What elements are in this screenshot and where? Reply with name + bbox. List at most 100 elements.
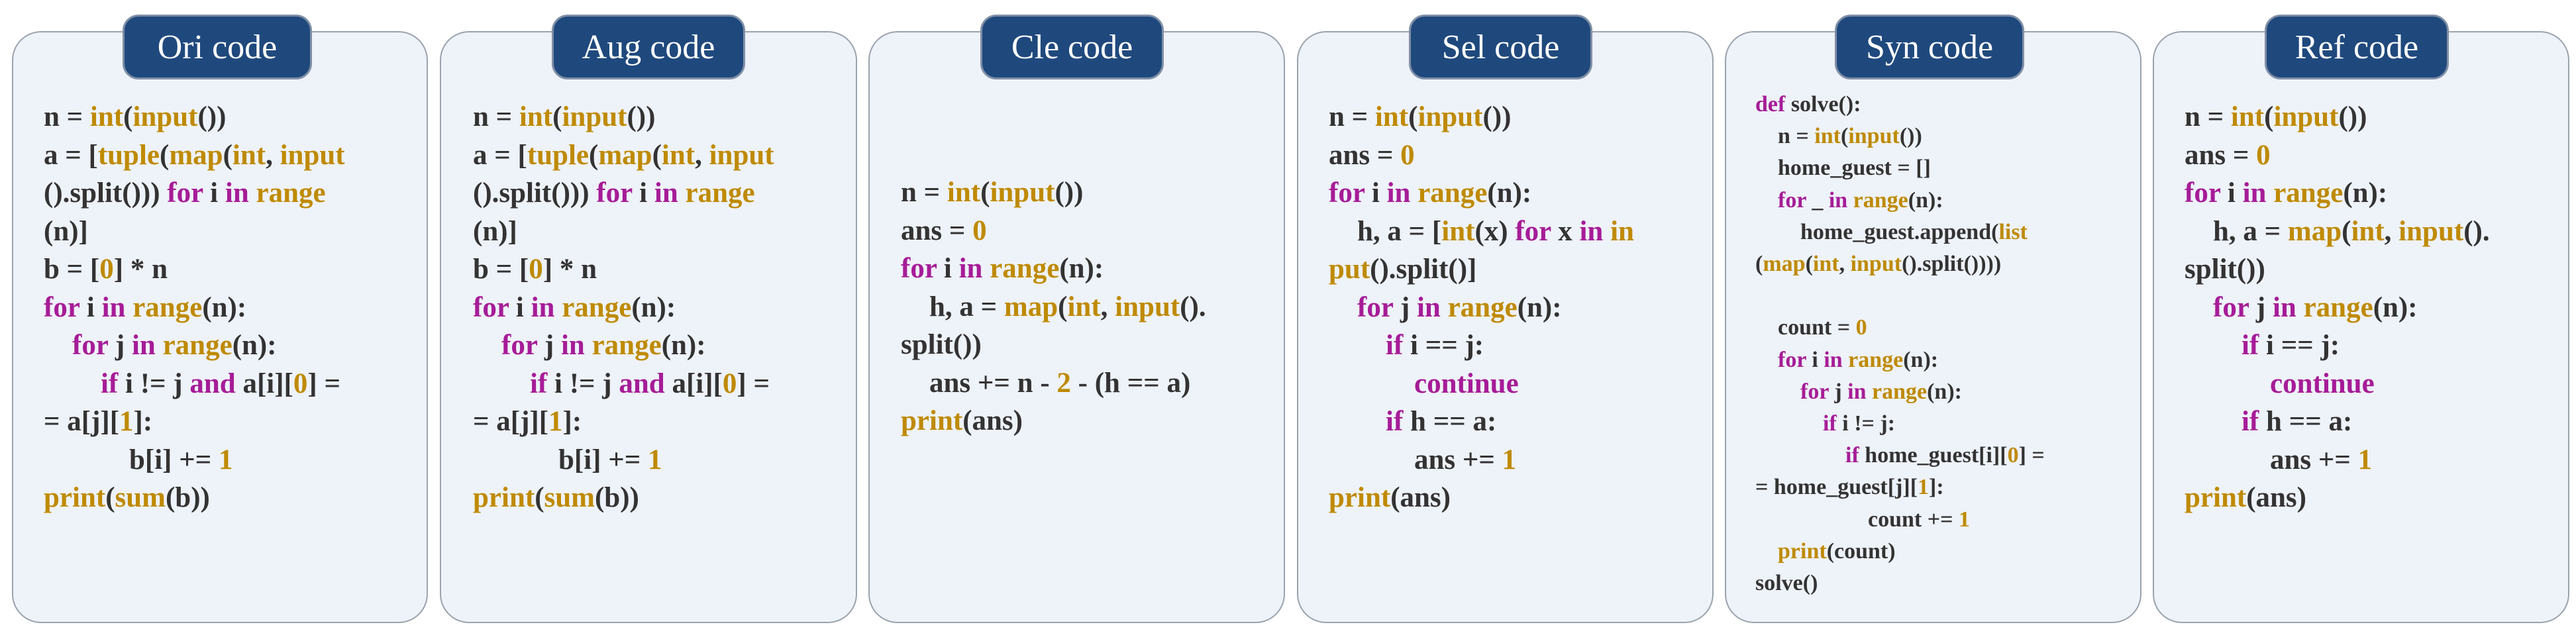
code-token: i	[203, 177, 225, 209]
code-line: home_guest = []	[1755, 152, 2045, 184]
code-line: b[i] += 1	[473, 441, 774, 479]
builtin-token: input	[990, 177, 1055, 208]
code-token: (	[123, 101, 133, 132]
keyword-token: continue	[1414, 368, 1519, 399]
builtin-token: int	[1814, 124, 1841, 149]
builtin-token: int	[1441, 215, 1475, 247]
code-line: n = int(input())	[1329, 98, 1634, 136]
panel-title-cleaned: Cle code	[980, 15, 1164, 79]
code-line: put().split()]	[1329, 250, 1634, 289]
code-token	[678, 177, 686, 209]
keyword-token: in	[1828, 187, 1848, 213]
number-token: 1	[2357, 444, 2373, 475]
builtin-token: range	[1447, 291, 1518, 323]
code-token: i != j	[118, 368, 190, 399]
code-line: if i != j and a[i][0] =	[473, 365, 774, 403]
builtin-token: int	[519, 101, 553, 132]
code-token	[249, 177, 256, 209]
code-token: ,	[695, 139, 709, 171]
code-token: h, a = [	[1329, 215, 1442, 247]
code-token: j	[1393, 291, 1417, 323]
code-line: solve()	[1755, 568, 2045, 599]
code-token: i != j	[547, 368, 619, 399]
code-token: j	[108, 330, 132, 361]
code-token: (	[652, 139, 662, 171]
code-panel-refined	[2153, 31, 2569, 623]
keyword-token: for	[1357, 291, 1394, 323]
number-token: 0	[99, 254, 114, 285]
builtin-token: range	[132, 291, 203, 323]
keyword-token: for	[1778, 187, 1806, 213]
code-token: a[i][	[235, 368, 293, 399]
builtin-token: int	[1812, 252, 1839, 277]
code-line: if i != j:	[1755, 408, 2045, 440]
code-token: ,	[1100, 291, 1115, 322]
code-token: (	[223, 139, 232, 171]
code-token: ans =	[1329, 139, 1401, 171]
code-token: ans += n -	[901, 367, 1057, 399]
code-token: (n):	[1059, 253, 1104, 284]
code-line: n = int(input())	[2185, 98, 2490, 136]
code-token: (	[535, 482, 544, 513]
number-token: 1	[1502, 444, 1517, 475]
panel-title-refined: Ref code	[2265, 15, 2449, 79]
code-line: = a[j][1]:	[44, 403, 345, 441]
keyword-token: if	[1386, 330, 1404, 361]
builtin-token: put	[1329, 254, 1370, 285]
number-token: 1	[548, 406, 563, 437]
code-block-original: n = int(input())a = [tuple(map(int, inpu…	[44, 98, 345, 517]
builtin-token: print	[44, 482, 106, 513]
code-token: ().split()))	[473, 177, 597, 209]
code-token: ().split()]	[1370, 254, 1477, 285]
code-token: i	[2220, 177, 2243, 209]
code-token: home_guest[i][	[1859, 443, 2008, 468]
builtin-token: int	[947, 177, 981, 208]
number-token: 0	[293, 368, 308, 399]
number-token: 1	[119, 406, 134, 437]
code-token: ans +=	[1329, 444, 1502, 475]
code-token: ans =	[901, 215, 973, 246]
code-line: = a[j][1]:	[473, 403, 774, 441]
code-token: (	[1408, 101, 1418, 132]
builtin-token: range	[1853, 187, 1908, 213]
builtin-token: int	[1067, 291, 1101, 322]
builtin-token: map	[598, 139, 652, 171]
code-line: for _ in range(n):	[1755, 185, 2045, 217]
code-token: (n):	[1927, 379, 1962, 404]
code-token	[1755, 379, 1800, 404]
builtin-token: tuple	[97, 139, 160, 171]
code-token: (	[1755, 252, 1763, 277]
builtin-token: range	[1848, 347, 1904, 372]
code-line: for j in range(n):	[1329, 289, 1634, 327]
builtin-token: input	[2273, 101, 2339, 132]
keyword-token: for	[167, 177, 203, 209]
keyword-token: for	[72, 330, 109, 361]
code-token: (n):	[1487, 177, 1532, 209]
code-token: i	[509, 291, 531, 323]
code-panel-selected	[1297, 31, 1714, 623]
code-token: count =	[1755, 315, 1856, 340]
builtin-token: input	[1850, 252, 1902, 277]
code-token: ,	[266, 139, 280, 171]
code-block-synthesized: def solve(): n = int(input()) home_guest…	[1755, 89, 2045, 599]
keyword-token: in	[531, 291, 555, 323]
code-token: split())	[901, 329, 982, 360]
code-line: n = int(input())	[473, 98, 774, 136]
code-token: (	[589, 139, 599, 171]
code-token	[982, 253, 990, 284]
code-token: (	[105, 482, 115, 513]
code-token: ]:	[1929, 475, 1944, 500]
keyword-token: def	[1755, 92, 1786, 117]
builtin-token: tuple	[527, 139, 590, 171]
code-token	[1755, 411, 1823, 436]
code-token: (ans)	[1390, 482, 1451, 513]
code-line: n = int(input())	[901, 173, 1206, 212]
code-line: h, a = map(int, input().	[901, 288, 1206, 326]
keyword-token: for	[2213, 291, 2249, 323]
code-line: = home_guest[j][1]:	[1755, 471, 2045, 503]
code-line: h, a = map(int, input().	[2185, 213, 2490, 251]
code-token: (ans)	[962, 405, 1023, 436]
